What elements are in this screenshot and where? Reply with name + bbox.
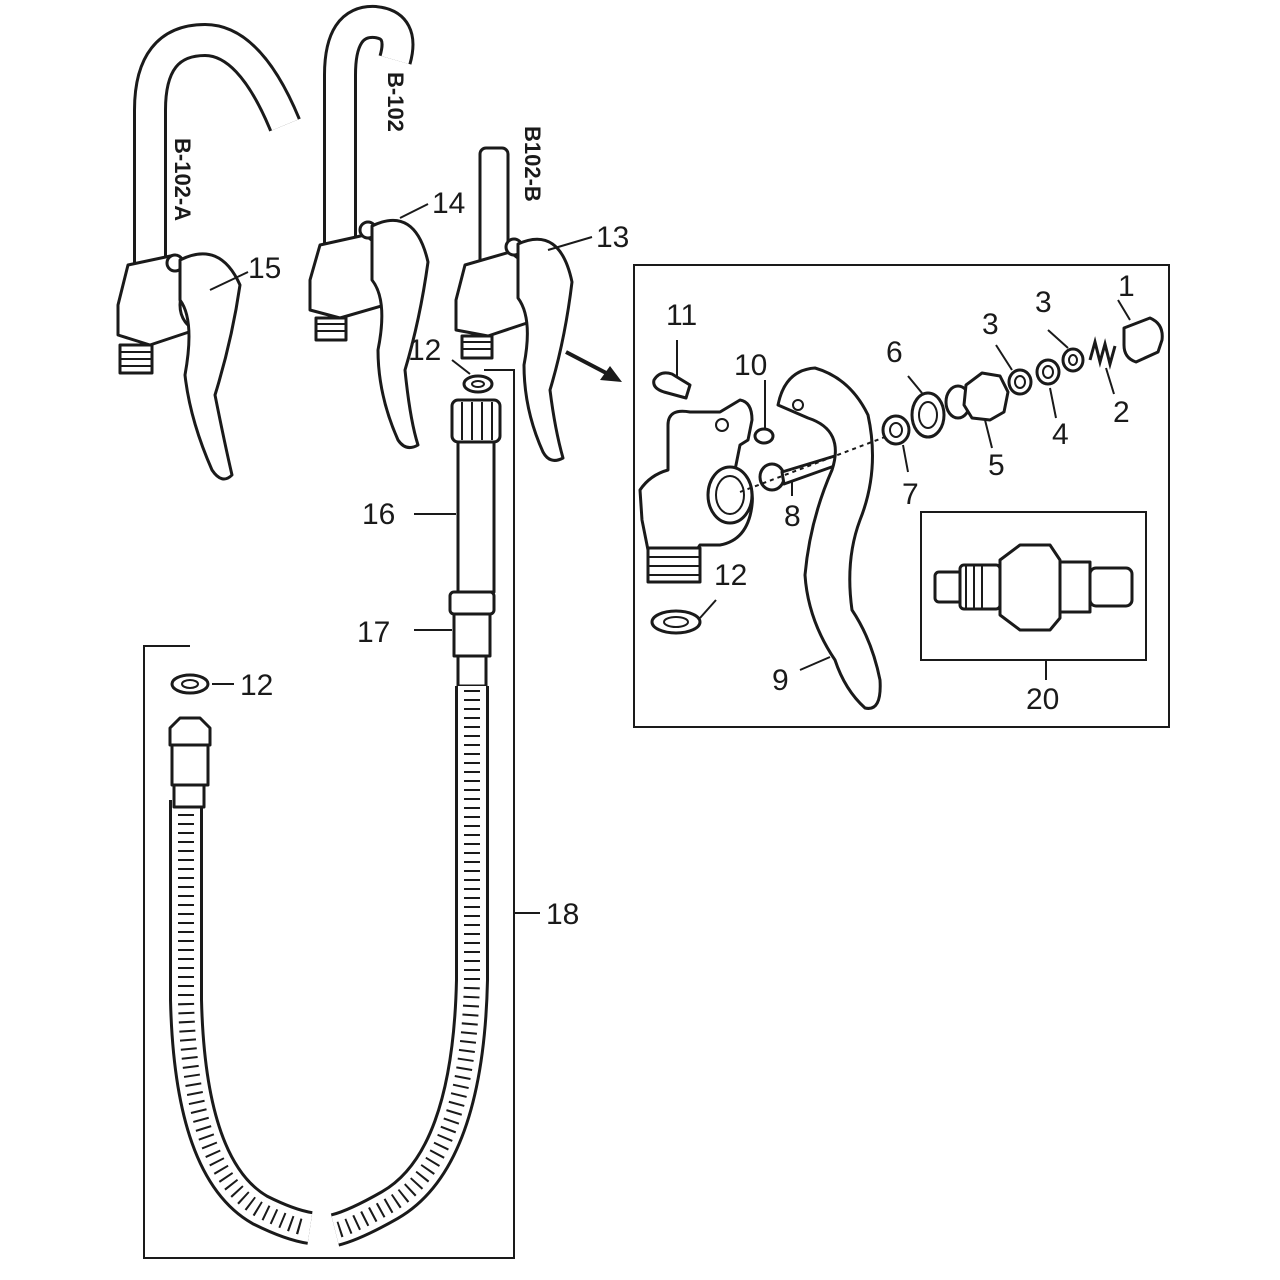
callout-12-hose-top: 12: [408, 334, 441, 367]
callout-5: 5: [988, 449, 1005, 482]
faucet-b102a: [116, 22, 301, 481]
callout-18: 18: [546, 898, 579, 931]
model-label-b102a: B-102-A: [170, 138, 195, 221]
callout-15: 15: [248, 252, 281, 285]
faucet-b102b: [454, 146, 574, 462]
callout-labels: 15 14 13 12 16 17 12 18 11 10 8 9 6 7 5 …: [240, 187, 1135, 931]
callout-7: 7: [902, 478, 919, 511]
callout-17: 17: [357, 616, 390, 649]
faucet-b102: [308, 5, 430, 450]
cartridge-20: [933, 543, 1134, 632]
callout-12-detail: 12: [714, 559, 747, 592]
detail-box: [633, 264, 1170, 728]
callout-11: 11: [666, 299, 697, 332]
model-label-b102: B-102: [383, 72, 408, 132]
leader-lines: [209, 203, 1131, 914]
model-label-b102b: B102-B: [520, 126, 545, 202]
detail-arrow: [565, 350, 622, 382]
callout-3-first: 3: [982, 308, 999, 341]
callout-14: 14: [432, 187, 465, 220]
callout-1: 1: [1118, 270, 1135, 303]
callout-12-hose-end: 12: [240, 669, 273, 702]
callout-16: 16: [362, 498, 395, 531]
callout-3-second: 3: [1035, 286, 1052, 319]
callout-10: 10: [734, 349, 767, 382]
hose-assembly: [143, 369, 515, 1259]
callout-6: 6: [886, 336, 903, 369]
callout-20: 20: [1026, 683, 1059, 716]
callout-8: 8: [784, 500, 801, 533]
valve-body-detail: [638, 316, 1164, 710]
cartridge-inset-box: [920, 511, 1147, 661]
callout-9: 9: [772, 664, 789, 697]
callout-13: 13: [596, 221, 629, 254]
callout-4: 4: [1052, 418, 1069, 451]
callout-2: 2: [1113, 396, 1130, 429]
